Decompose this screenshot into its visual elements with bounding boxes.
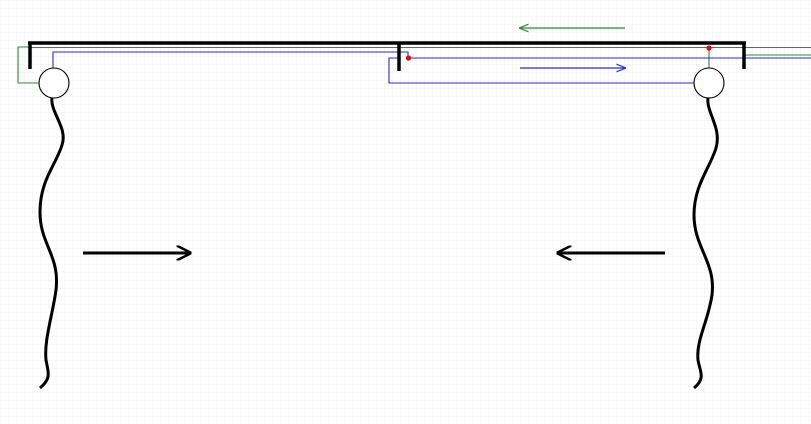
left-runner-pulley <box>38 67 70 99</box>
blue-cord-return-loop <box>388 57 696 84</box>
curtain-rail <box>28 41 746 71</box>
right-runner-pulley <box>693 67 725 99</box>
junction-dot-right <box>706 45 712 51</box>
right-curtain <box>692 97 719 390</box>
blue-cord-from-left-runner <box>52 51 409 68</box>
green-cord-left-loop <box>17 46 40 84</box>
left-curtain <box>38 97 65 390</box>
junction-dot-center <box>405 55 412 61</box>
